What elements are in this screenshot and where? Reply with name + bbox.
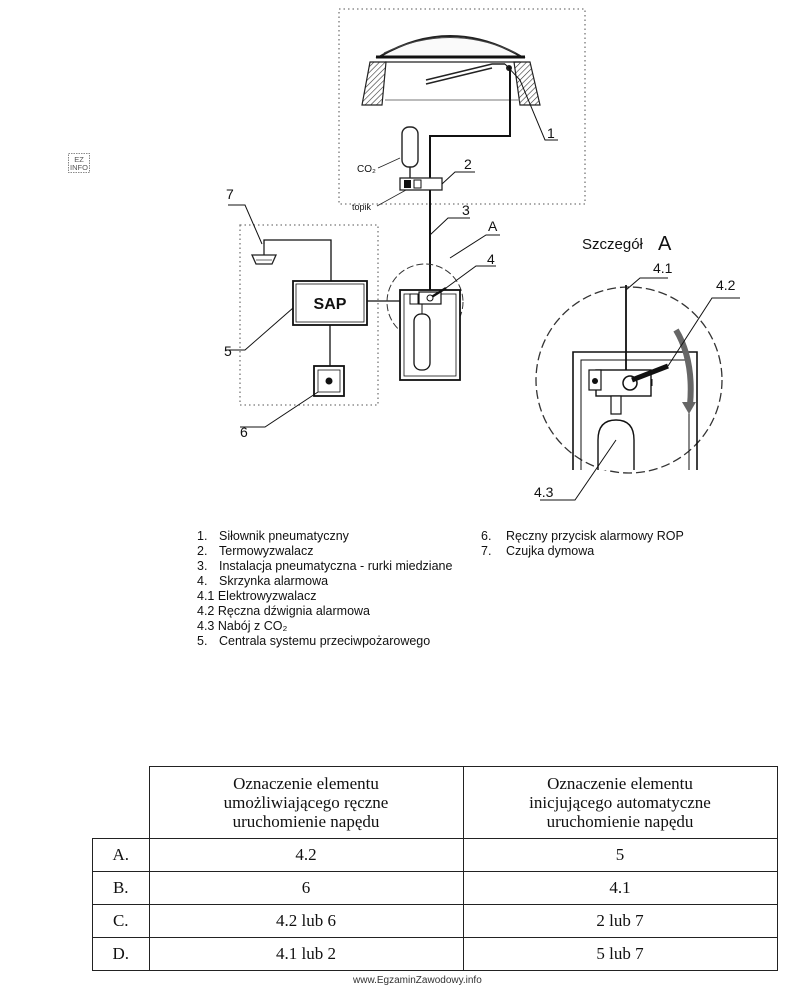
label-2: 2 [464, 156, 472, 172]
detail-letter: A [658, 233, 672, 255]
co2-label: CO₂ [357, 164, 376, 175]
option-letter: B. [92, 871, 150, 905]
topik-label: topik [352, 202, 372, 212]
label-5: 5 [224, 343, 232, 359]
roof-frame [338, 8, 586, 205]
label-7: 7 [226, 186, 234, 202]
label-3: 3 [462, 202, 470, 218]
sap-label: SAP [314, 296, 347, 313]
svg-text:INFO: INFO [70, 163, 88, 172]
legend-item: 4.Skrzynka alarmowa [197, 574, 329, 588]
detail-title: Szczegół [582, 236, 644, 253]
thermal-release [399, 177, 443, 191]
legend-item: 5.Centrala systemu przeciwpożarowego [197, 634, 431, 648]
legend-item: 7.Czujka dymowa [481, 544, 595, 558]
manual-call-point [313, 365, 345, 397]
detail-a-view [572, 285, 698, 470]
svg-text:EZ: EZ [74, 155, 84, 164]
legend-item: 2.Termowyzwalacz [197, 544, 314, 558]
option-automatic: 4.1 [462, 871, 778, 905]
option-automatic: 5 [462, 838, 778, 872]
option-manual: 6 [148, 871, 464, 905]
callout-a: A [488, 218, 498, 234]
label-4-2: 4.2 [716, 277, 736, 293]
table-row[interactable]: B. 6 4.1 [92, 871, 778, 905]
option-automatic: 2 lub 7 [462, 904, 778, 938]
header-automatic: Oznaczenie elementu inicjującego automat… [462, 766, 778, 839]
option-letter: C. [92, 904, 150, 938]
ez-info-logo: EZ INFO [68, 153, 90, 173]
label-4-3: 4.3 [534, 484, 554, 500]
legend-item: 4.2 Ręczna dźwignia alarmowa [197, 604, 371, 618]
sap-control-panel: SAP [292, 280, 368, 326]
detail-a-circle-small [386, 263, 464, 341]
skylight-dome [361, 35, 541, 106]
answer-table: Oznaczenie elementu umożliwiającego ręcz… [92, 766, 778, 971]
option-manual: 4.2 lub 6 [148, 904, 464, 938]
option-manual: 4.2 [148, 838, 464, 872]
legend-item: 4.1 Elektrowyzwalacz [197, 589, 317, 603]
watermark: www.EgzaminZawodowy.info [353, 975, 482, 986]
header-manual: Oznaczenie elementu umożliwiającego ręcz… [148, 766, 464, 839]
smoke-vent-system-diagram: 1 CO₂ topik 2 3 7 SAP 5 [224, 8, 740, 501]
option-letter: A. [92, 838, 150, 872]
table-row[interactable]: C. 4.2 lub 6 2 lub 7 [92, 904, 778, 938]
legend-item: 3.Instalacja pneumatyczna - rurki miedzi… [197, 559, 453, 573]
co2-cylinder-roof [401, 126, 419, 178]
label-1: 1 [547, 125, 555, 141]
label-6: 6 [240, 424, 248, 440]
table-row[interactable]: D. 4.1 lub 2 5 lub 7 [92, 937, 778, 971]
table-row[interactable]: A. 4.2 5 [92, 838, 778, 872]
legend-right: 6.Ręczny przycisk alarmowy ROP 7.Czujka … [481, 529, 684, 559]
label-4: 4 [487, 251, 495, 267]
option-manual: 4.1 lub 2 [148, 937, 464, 971]
legend-item: 1.Siłownik pneumatyczny [197, 529, 349, 543]
legend-item: 6.Ręczny przycisk alarmowy ROP [481, 529, 684, 543]
legend-item: 4.3 Nabój z CO₂ [197, 619, 288, 633]
option-letter: D. [92, 937, 150, 971]
alarm-box [399, 286, 461, 381]
alarm-zone-frame [239, 224, 379, 406]
legend-left: 1.Siłownik pneumatyczny 2.Termowyzwalacz… [197, 529, 452, 649]
option-automatic: 5 lub 7 [462, 937, 778, 971]
label-4-1: 4.1 [653, 260, 673, 276]
smoke-detector [250, 244, 278, 265]
